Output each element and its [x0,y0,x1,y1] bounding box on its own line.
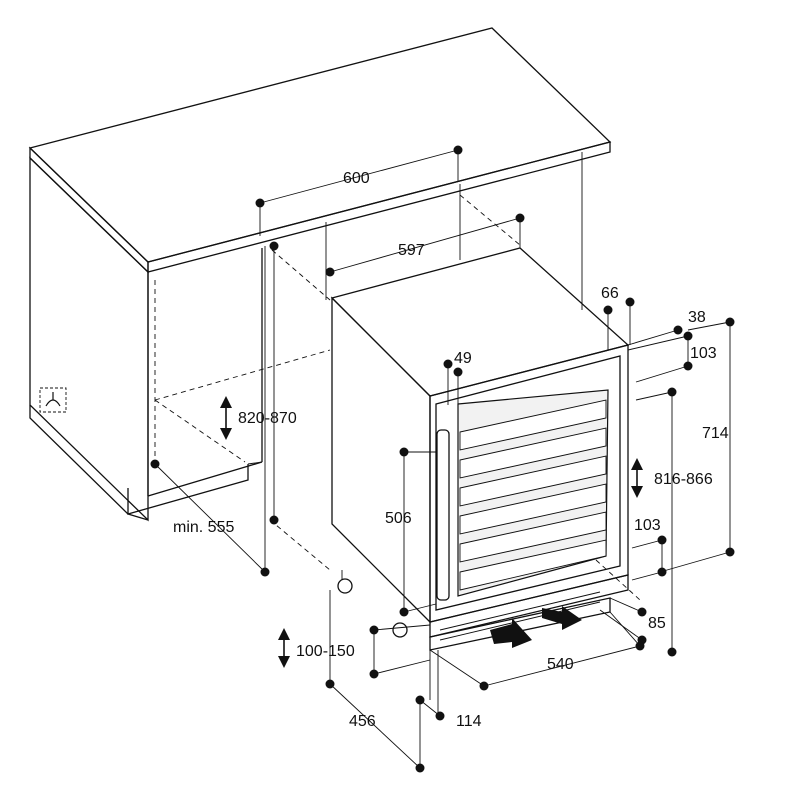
wine-racks [459,399,607,591]
countertop [28,27,612,274]
label-114: 114 [456,713,482,730]
door-handle [436,429,450,601]
dimension-lines [150,145,735,773]
adjust-arrow-820 [220,396,232,440]
adjust-arrow-100 [278,628,290,668]
label-506: 506 [385,510,412,527]
label-min-555: min. 555 [173,519,234,536]
label-456: 456 [349,713,376,730]
adjust-arrow-816 [631,458,643,498]
airflow-out-arrow [542,606,582,630]
left-cabinet [29,152,583,571]
wine-cooler [330,247,641,651]
label-816-866: 816-866 [654,471,713,488]
label-820-870: 820-870 [238,410,297,427]
label-103-bottom: 103 [634,517,661,534]
label-714: 714 [702,425,729,442]
label-66: 66 [601,285,619,302]
label-100-150: 100-150 [296,643,355,660]
airflow-in-arrow [490,618,532,648]
label-600: 600 [343,170,370,187]
label-103-top: 103 [690,345,717,362]
label-49: 49 [454,350,472,367]
label-85: 85 [648,615,666,632]
ventilation-grille [439,591,601,641]
label-597: 597 [398,242,425,259]
label-38: 38 [688,309,706,326]
power-socket-icon [39,387,67,413]
label-540: 540 [547,656,574,673]
